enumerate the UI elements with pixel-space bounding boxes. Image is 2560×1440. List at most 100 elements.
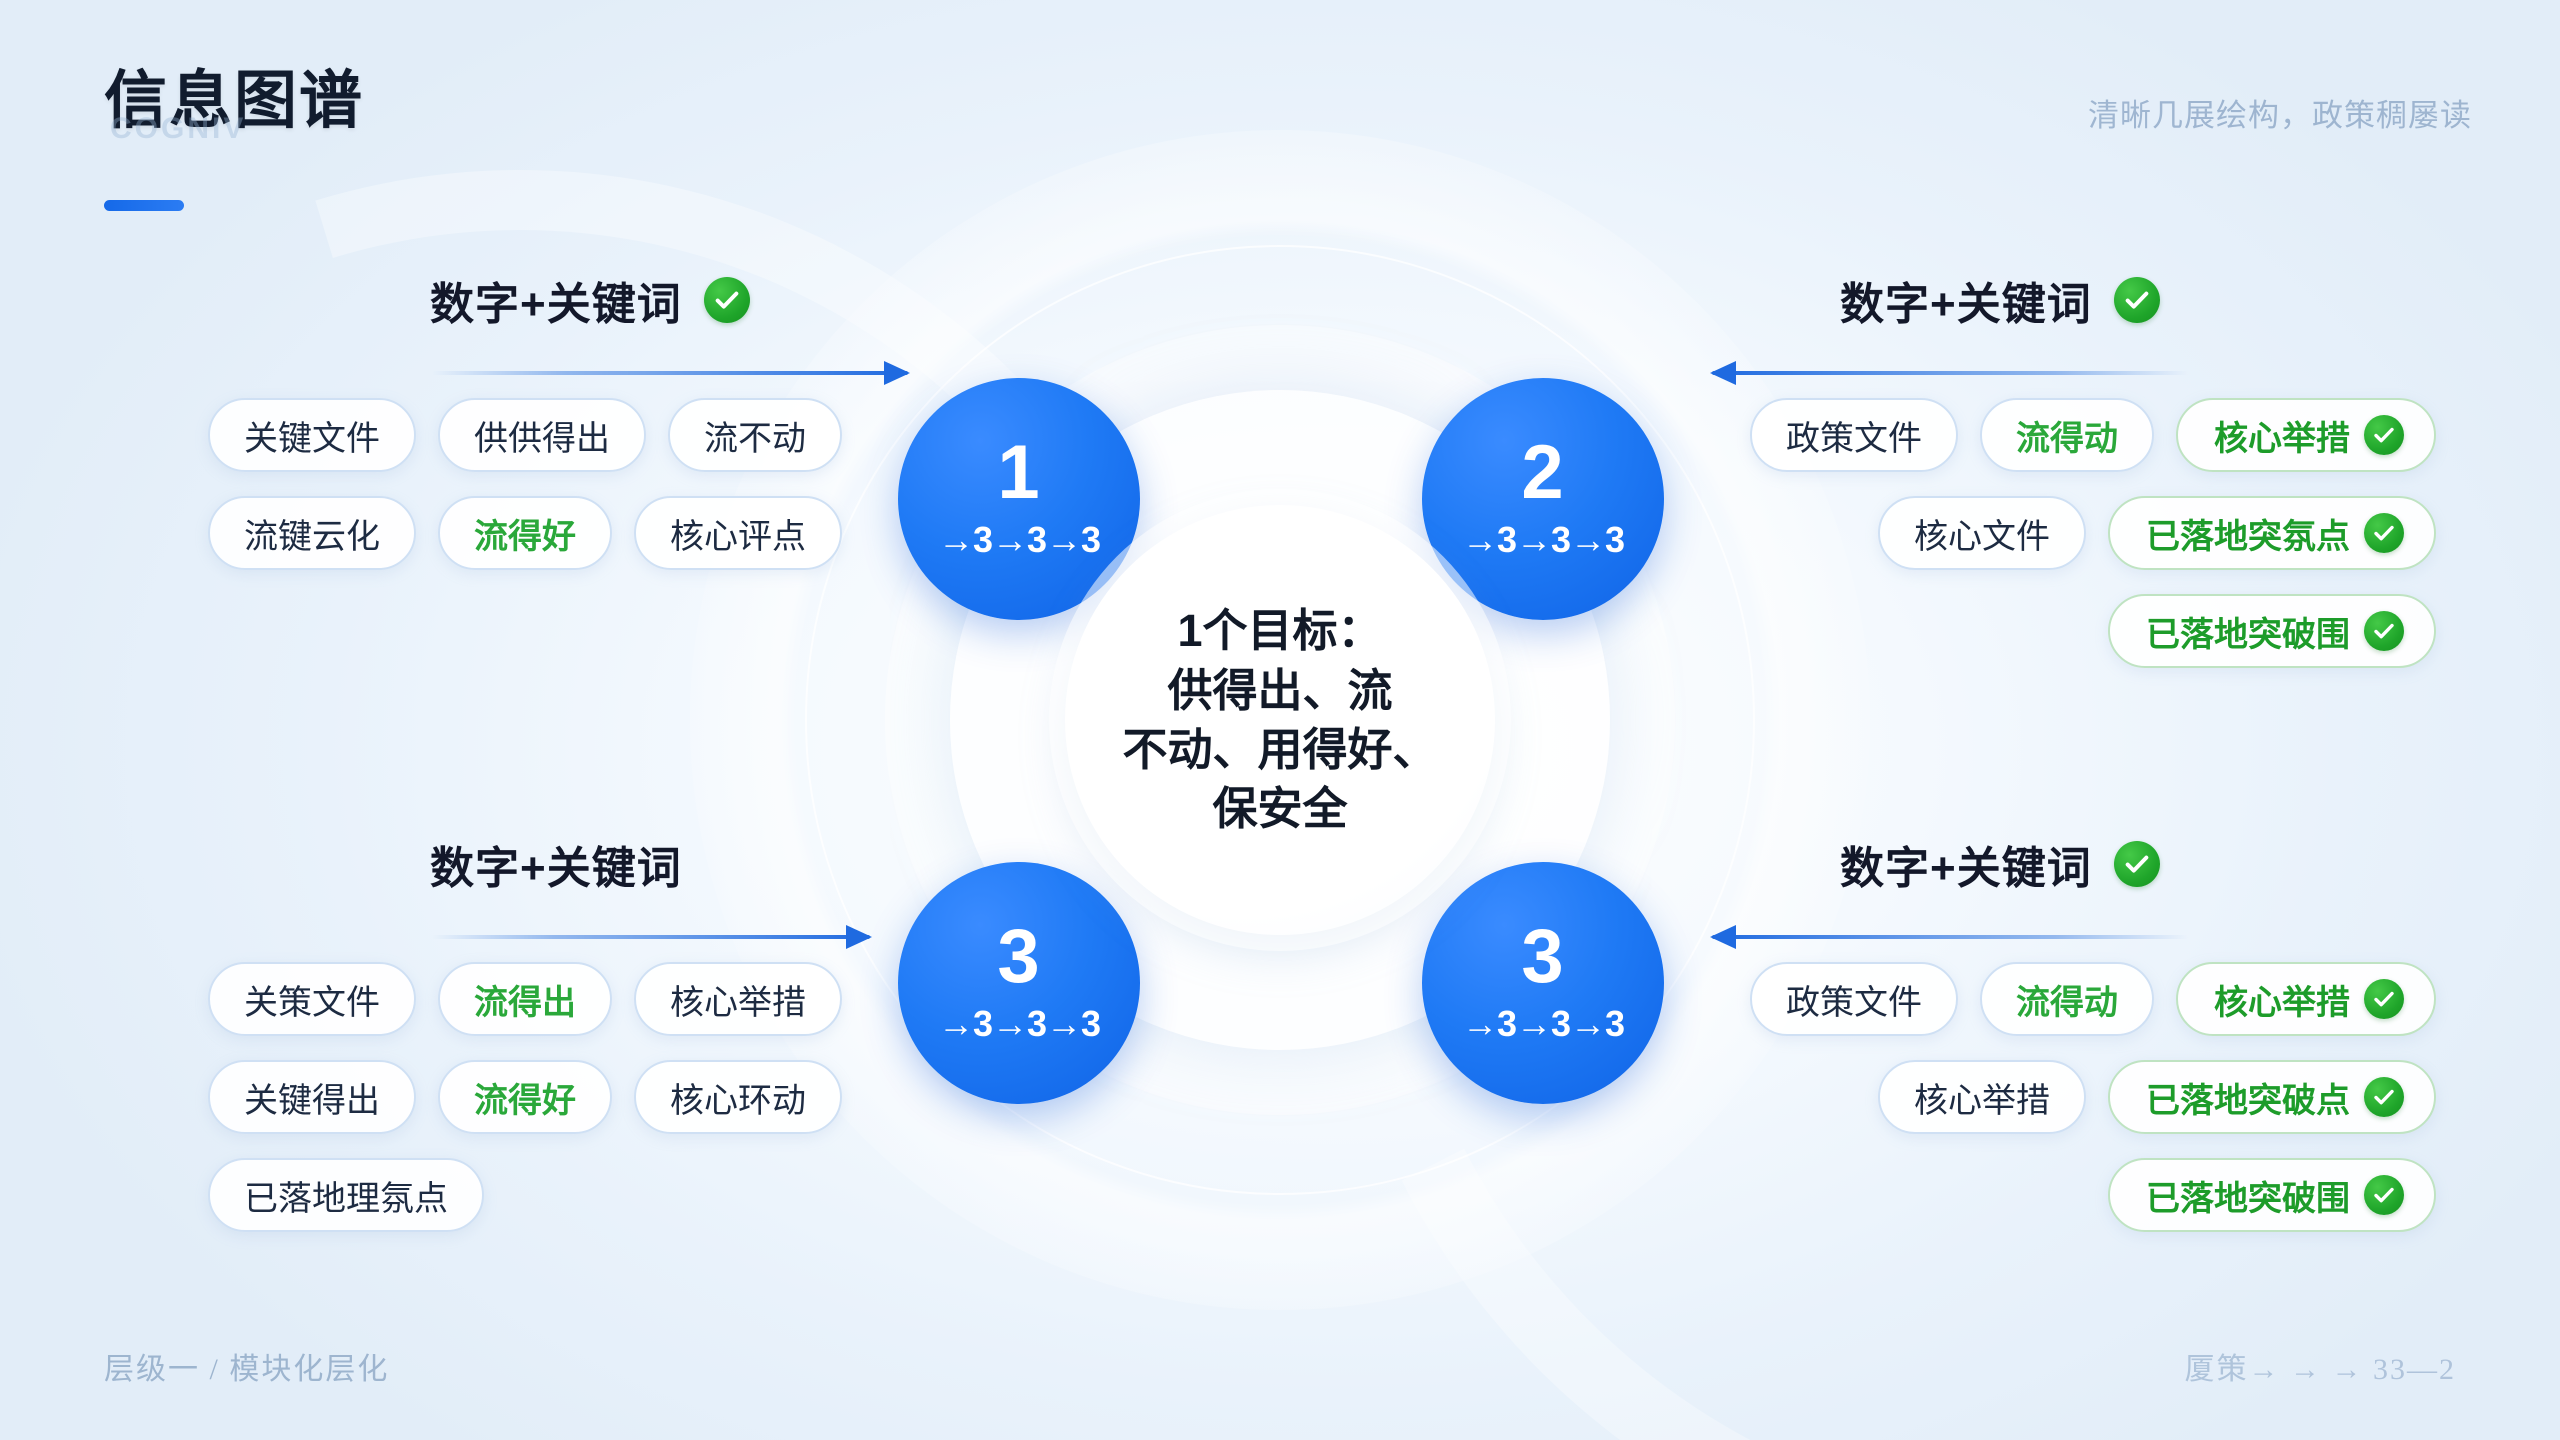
tag-pill[interactable]: 流得动 bbox=[1980, 962, 2154, 1036]
tag-pill[interactable]: 已落地突破点 bbox=[2108, 1060, 2436, 1134]
tag-pill[interactable]: 关策文件 bbox=[208, 962, 416, 1036]
connector-arrow-top-left bbox=[432, 361, 910, 385]
arrow-head-icon bbox=[884, 361, 910, 385]
footer-left: 层级一 / 模块化层化 bbox=[104, 1353, 390, 1386]
node-flow: →3→3→3 bbox=[937, 1003, 1101, 1045]
page-header: 信息图谱 COGNIV bbox=[104, 50, 364, 145]
pill-row: 已落地突破围 bbox=[1776, 1158, 2436, 1232]
connector-line bbox=[1712, 935, 2188, 939]
tag-pill-label: 核心举措 bbox=[1914, 1081, 2050, 1120]
tag-pill[interactable]: 流得好 bbox=[438, 496, 612, 570]
tag-pill[interactable]: 核心评点 bbox=[634, 496, 842, 570]
node-number: 3 bbox=[997, 913, 1041, 999]
connector-arrow-top-right bbox=[1710, 361, 2188, 385]
tag-pill-label: 核心环动 bbox=[670, 1081, 806, 1120]
node-number: 2 bbox=[1521, 429, 1565, 515]
page-title-watermark: COGNIV bbox=[110, 112, 247, 145]
tag-pill-label: 关键文件 bbox=[244, 419, 380, 458]
pill-row: 核心文件 已落地突氛点 bbox=[1776, 496, 2436, 570]
tag-pill[interactable]: 核心环动 bbox=[634, 1060, 842, 1134]
connector-arrow-bottom-left bbox=[432, 925, 872, 949]
tag-pill[interactable]: 核心文件 bbox=[1878, 496, 2086, 570]
node-circle-3[interactable]: 3 →3→3→3 bbox=[898, 862, 1140, 1104]
tag-pill[interactable]: 流得出 bbox=[438, 962, 612, 1036]
check-circle-icon bbox=[2113, 277, 2160, 323]
arrow-head-icon bbox=[846, 925, 872, 949]
tag-pill[interactable]: 关键文件 bbox=[208, 398, 416, 472]
tag-pill[interactable]: 政策文件 bbox=[1750, 398, 1958, 472]
tag-pill[interactable]: 已落地突破围 bbox=[2108, 1158, 2436, 1232]
quadrant-heading-bottom-right: 数字+关键词 bbox=[1840, 832, 2160, 896]
pill-row: 已落地突破围 bbox=[1776, 594, 2436, 668]
pill-row: 关策文件 流得出 核心举措 bbox=[208, 962, 848, 1036]
node-number: 3 bbox=[1521, 913, 1565, 999]
tag-pill[interactable]: 核心举措 bbox=[2176, 962, 2436, 1036]
tag-pill[interactable]: 已落地突破围 bbox=[2108, 594, 2436, 668]
tag-pill[interactable]: 流得好 bbox=[438, 1060, 612, 1134]
tag-pill-label: 核心举措 bbox=[2214, 983, 2350, 1022]
pill-group-bottom-left: 关策文件 流得出 核心举措关键得出 流得好 核心环动已落地理氛点 bbox=[208, 962, 848, 1256]
node-circle-1[interactable]: 1 →3→3→3 bbox=[898, 378, 1140, 620]
tag-pill-label: 政策文件 bbox=[1786, 983, 1922, 1022]
check-circle-icon bbox=[2364, 979, 2404, 1019]
node-circle-4[interactable]: 3 →3→3→3 bbox=[1422, 862, 1664, 1104]
tag-pill-label: 流得动 bbox=[2016, 983, 2118, 1022]
tag-pill-label: 核心举措 bbox=[2214, 419, 2350, 458]
tag-pill[interactable]: 核心举措 bbox=[634, 962, 842, 1036]
arrow-head-icon bbox=[1710, 361, 1736, 385]
center-hub-text: 1个目标：供得出、流不动、用得好、保安全 bbox=[1122, 605, 1438, 835]
tag-pill[interactable]: 政策文件 bbox=[1750, 962, 1958, 1036]
tag-pill[interactable]: 流键云化 bbox=[208, 496, 416, 570]
connector-line bbox=[432, 935, 870, 939]
tag-pill-label: 核心文件 bbox=[1914, 517, 2050, 556]
node-circle-2[interactable]: 2 →3→3→3 bbox=[1422, 378, 1664, 620]
pill-row: 关键文件 供供得出 流不动 bbox=[208, 398, 848, 472]
tag-pill-label: 已落地突破围 bbox=[2146, 615, 2350, 654]
quadrant-heading-top-right: 数字+关键词 bbox=[1840, 268, 2160, 332]
tag-pill-label: 流键云化 bbox=[244, 517, 380, 556]
check-circle-icon bbox=[2364, 1175, 2404, 1215]
pill-row: 关键得出 流得好 核心环动 bbox=[208, 1060, 848, 1134]
tag-pill[interactable]: 已落地理氛点 bbox=[208, 1158, 484, 1232]
tag-pill-label: 核心评点 bbox=[670, 517, 806, 556]
connector-line bbox=[1712, 371, 2188, 375]
check-circle-icon bbox=[2364, 415, 2404, 455]
node-flow: →3→3→3 bbox=[937, 519, 1101, 561]
tag-pill-label: 供供得出 bbox=[474, 419, 610, 458]
tag-pill-label: 已落地理氛点 bbox=[244, 1179, 448, 1218]
tag-pill-label: 流不动 bbox=[704, 419, 806, 458]
tag-pill[interactable]: 流不动 bbox=[668, 398, 842, 472]
tag-pill[interactable]: 供供得出 bbox=[438, 398, 646, 472]
tag-pill-label: 已落地突破围 bbox=[2146, 1179, 2350, 1218]
quadrant-heading-top-left: 数字+关键词 bbox=[430, 268, 750, 332]
tag-pill[interactable]: 已落地突氛点 bbox=[2108, 496, 2436, 570]
tag-pill[interactable]: 流得动 bbox=[1980, 398, 2154, 472]
tag-pill[interactable]: 核心举措 bbox=[2176, 398, 2436, 472]
pill-row: 流键云化 流得好 核心评点 bbox=[208, 496, 848, 570]
tag-pill-label: 核心举措 bbox=[670, 983, 806, 1022]
check-circle-icon bbox=[2364, 513, 2404, 553]
tag-pill-label: 流得动 bbox=[2016, 419, 2118, 458]
check-circle-icon bbox=[2364, 611, 2404, 651]
tag-pill-label: 流得好 bbox=[474, 1081, 576, 1120]
node-flow: →3→3→3 bbox=[1461, 519, 1625, 561]
pill-group-top-right: 政策文件 流得动 核心举措核心文件 已落地突氛点已落地突破围 bbox=[1750, 398, 2436, 692]
center-hub: 1个目标：供得出、流不动、用得好、保安全 bbox=[1065, 505, 1495, 935]
quadrant-heading-label: 数字+关键词 bbox=[430, 280, 682, 329]
page-title: 信息图谱 bbox=[104, 66, 364, 136]
pill-row: 政策文件 流得动 核心举措 bbox=[1750, 398, 2436, 472]
tag-pill-label: 已落地突破点 bbox=[2146, 1081, 2350, 1120]
pill-row: 已落地理氛点 bbox=[208, 1158, 848, 1232]
tag-pill-label: 关键得出 bbox=[244, 1081, 380, 1120]
tag-pill[interactable]: 核心举措 bbox=[1878, 1060, 2086, 1134]
pill-row: 政策文件 流得动 核心举措 bbox=[1750, 962, 2436, 1036]
quadrant-heading-bottom-left: 数字+关键词 bbox=[430, 832, 682, 896]
check-circle-icon bbox=[703, 277, 750, 323]
arrow-head-icon bbox=[1710, 925, 1736, 949]
tag-pill-label: 已落地突氛点 bbox=[2146, 517, 2350, 556]
quadrant-heading-label: 数字+关键词 bbox=[1840, 844, 2092, 893]
title-accent-bar bbox=[104, 200, 184, 211]
tag-pill[interactable]: 关键得出 bbox=[208, 1060, 416, 1134]
tag-pill-label: 关策文件 bbox=[244, 983, 380, 1022]
